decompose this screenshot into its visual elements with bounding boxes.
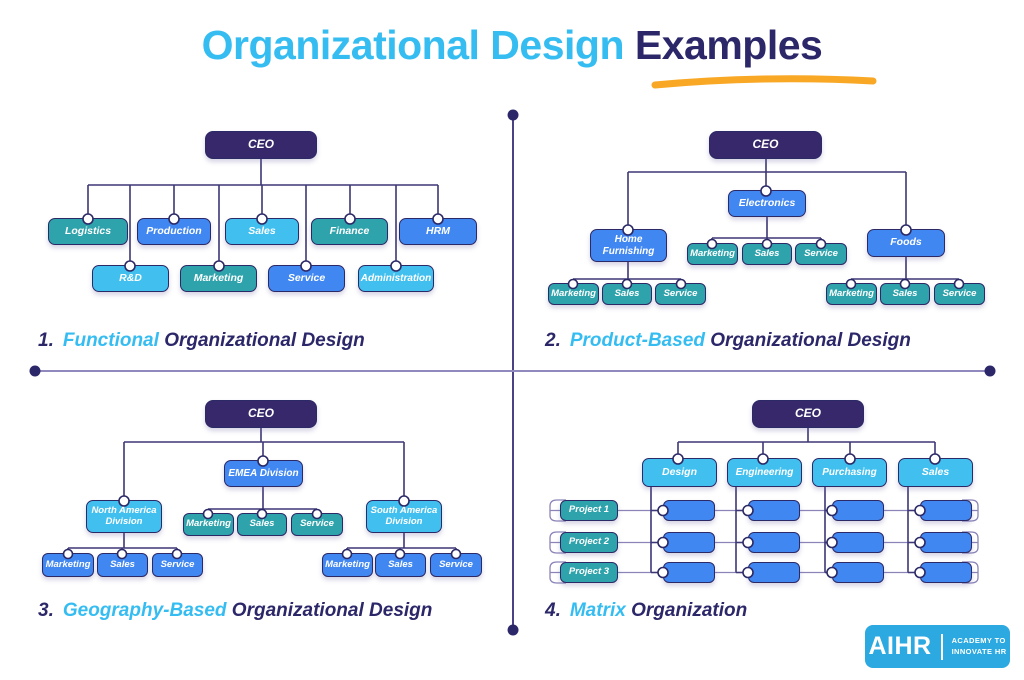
product-electronics-service-node: Service (795, 243, 847, 265)
title-emphasis: Examples (634, 22, 823, 68)
matrix-project-3-row: Project 3 (560, 562, 618, 583)
functional-logistics-node: Logistics (48, 218, 128, 245)
geography-emea-sales-node: Sales (237, 513, 287, 536)
matrix-cell (663, 562, 715, 583)
product-electronics-sales-node: Sales (742, 243, 792, 265)
aihr-logo: AIHR ACADEMY TO INNOVATE HR (865, 625, 1010, 668)
product-foods-service-node: Service (934, 283, 985, 305)
caption-matrix: 4. Matrix Organization (545, 600, 747, 622)
geography-emea-marketing-node: Marketing (183, 513, 234, 536)
product-foods-marketing-node: Marketing (826, 283, 877, 305)
matrix-cell (748, 500, 800, 521)
matrix-sales-column: Sales (898, 458, 973, 487)
caption-accent: Geography-Based (62, 600, 227, 621)
caption-geography-based: 3. Geography-Based Organizational Design (38, 600, 432, 622)
caption-number: 1. (38, 330, 54, 351)
geography-na-marketing-node: Marketing (42, 553, 94, 577)
matrix-cell (832, 562, 884, 583)
matrix-cell (663, 500, 715, 521)
functional-production-node: Production (137, 218, 211, 245)
matrix-cell (920, 562, 972, 583)
functional-finance-node: Finance (311, 218, 388, 245)
matrix-cell (920, 500, 972, 521)
aihr-logo-brand: AIHR (868, 632, 932, 660)
caption-number: 3. (38, 600, 54, 621)
geography-ceo-node: CEO (205, 400, 317, 428)
geography-emea-node: EMEA Division (224, 460, 303, 487)
geography-sa-service-node: Service (430, 553, 482, 577)
matrix-cell (663, 532, 715, 553)
caption-accent: Functional (62, 330, 159, 351)
matrix-project-2-row: Project 2 (560, 532, 618, 553)
functional-rnd-node: R&D (92, 265, 169, 292)
geography-north-america-node: North America Division (86, 500, 162, 533)
functional-ceo-node: CEO (205, 131, 317, 159)
caption-number: 4. (545, 600, 561, 621)
product-ceo-node: CEO (709, 131, 822, 159)
caption-functional: 1. Functional Organizational Design (38, 330, 365, 352)
matrix-ceo-node: CEO (752, 400, 864, 428)
matrix-project-1-row: Project 1 (560, 500, 618, 521)
caption-rest: Organization (631, 600, 748, 621)
caption-accent: Matrix (569, 600, 626, 621)
matrix-cell (832, 532, 884, 553)
matrix-cell (920, 532, 972, 553)
main-title: Organizational Design Examples (0, 22, 1024, 69)
aihr-logo-divider (940, 633, 943, 660)
geography-na-sales-node: Sales (97, 553, 148, 577)
matrix-purchasing-column: Purchasing (812, 458, 887, 487)
product-home-marketing-node: Marketing (548, 283, 599, 305)
caption-number: 2. (545, 330, 561, 351)
title-underline-swoosh (651, 75, 877, 89)
aihr-logo-tagline: ACADEMY TO INNOVATE HR (952, 636, 1007, 656)
geography-emea-service-node: Service (291, 513, 343, 536)
matrix-engineering-column: Engineering (727, 458, 802, 487)
aihr-tagline-line1: ACADEMY TO (951, 636, 1006, 646)
functional-service-node: Service (268, 265, 345, 292)
geography-south-america-node: South America Division (366, 500, 442, 533)
aihr-tagline-line2: INNOVATE HR (951, 646, 1007, 656)
functional-sales-node: Sales (225, 218, 299, 245)
functional-hrm-node: HRM (399, 218, 477, 245)
product-electronics-node: Electronics (728, 190, 806, 217)
matrix-design-column: Design (642, 458, 717, 487)
caption-rest: Organizational Design (164, 330, 365, 351)
caption-product-based: 2. Product-Based Organizational Design (545, 330, 911, 352)
matrix-cell (748, 532, 800, 553)
caption-rest: Organizational Design (710, 330, 911, 351)
matrix-cell (748, 562, 800, 583)
functional-administration-node: Administration (358, 265, 434, 292)
product-electronics-marketing-node: Marketing (687, 243, 738, 265)
product-home-sales-node: Sales (602, 283, 652, 305)
geography-sa-marketing-node: Marketing (322, 553, 373, 577)
title-accent: Organizational Design (201, 22, 625, 68)
geography-sa-sales-node: Sales (375, 553, 426, 577)
product-home-service-node: Service (655, 283, 706, 305)
caption-rest: Organizational Design (231, 600, 433, 621)
product-foods-sales-node: Sales (880, 283, 930, 305)
product-foods-node: Foods (867, 229, 945, 257)
geography-na-service-node: Service (152, 553, 203, 577)
functional-marketing-node: Marketing (180, 265, 257, 292)
product-home-furnishing-node: Home Furnishing (590, 229, 667, 262)
matrix-cell (832, 500, 884, 521)
caption-accent: Product-Based (569, 330, 705, 351)
